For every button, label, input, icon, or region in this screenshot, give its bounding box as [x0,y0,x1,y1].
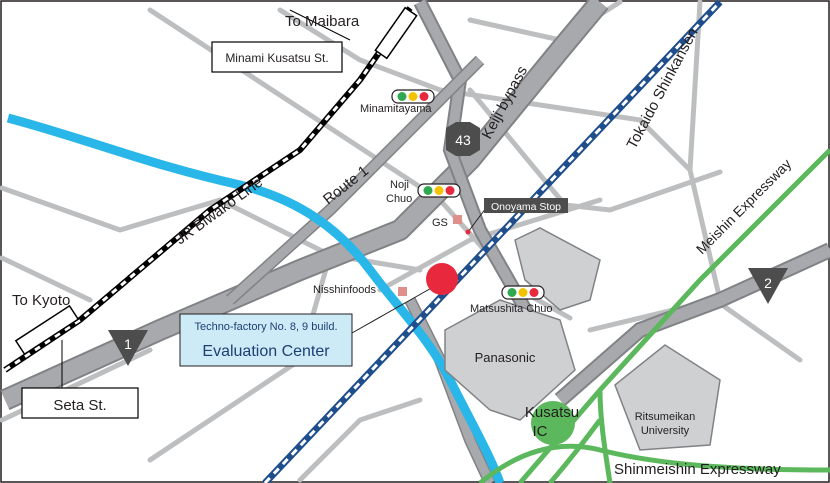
gs-label: GS [432,217,448,229]
evaluation-center-label: Evaluation Center [202,343,330,360]
kusatsu-label: Kusatsu [525,404,579,421]
tokaido-shinkansen-line [262,0,723,483]
minami-kusatsu-station-marker [374,6,418,60]
traffic-signal-noji-chuo [417,183,461,198]
nisshinfoods-label: Nisshinfoods [313,284,376,296]
ritsumeikan-label-line2: University [641,425,690,437]
onoyama-leader [467,207,487,233]
jr-biwako-line [3,6,413,373]
route-43-number: 43 [455,132,471,148]
kusatsu-ic-marker [531,401,575,445]
to-kyoto-label: To Kyoto [12,292,70,309]
route-2-marker: 2 [748,268,788,304]
bus-stop-icon [465,229,471,235]
evaluation-center-label-box [179,313,353,367]
seta-label-box [21,387,139,419]
ic-label: IC [533,423,548,440]
techno-factory-label: Techno-factory No. 8, 9 build. [194,321,337,333]
gs-facility-marker [453,215,462,224]
matsushita-chuo-label: Matsushita Chuo [470,303,553,315]
route-43-marker: 43 [446,122,480,156]
route-1-marker: 1 [108,330,148,366]
minamitayama-label: Minamitayama [360,103,432,115]
onoyama-stop-box [484,198,568,213]
minami-kusatsu-label-box [211,41,343,73]
seta-station-marker [14,304,80,356]
ritsumeikan-label-line1: Ritsumeikan [635,411,696,423]
lower-road [404,297,496,483]
secondary-road [225,55,485,305]
buildings [444,227,721,451]
route-2-number: 2 [764,275,772,291]
noji-label: Noji [390,179,409,191]
nisshinfoods-facility-marker [398,287,407,296]
target-leader [351,281,443,334]
to-maibara-label: To Maibara [285,13,360,30]
route-1-number: 1 [124,336,132,352]
traffic-signal-minamitayama [391,89,435,104]
traffic-signal-matsushita-chuo [501,285,545,300]
panasonic-label: Panasonic [475,350,536,365]
maibara-leader [289,9,351,41]
shinmeishin-expressway-label: Shinmeishin Expressway [614,461,781,478]
panasonic-building [444,299,576,421]
evaluation-center-target [426,263,458,295]
minami-kusatsu-label: Minami Kusatsu St. [225,51,328,65]
onoyama-stop-label: Onoyama Stop [491,201,561,213]
seta-label: Seta St. [53,397,106,414]
route-1-road [0,0,609,411]
river [6,113,505,483]
chuo-label: Chuo [386,193,412,205]
ritsumeikan-building [614,344,721,451]
